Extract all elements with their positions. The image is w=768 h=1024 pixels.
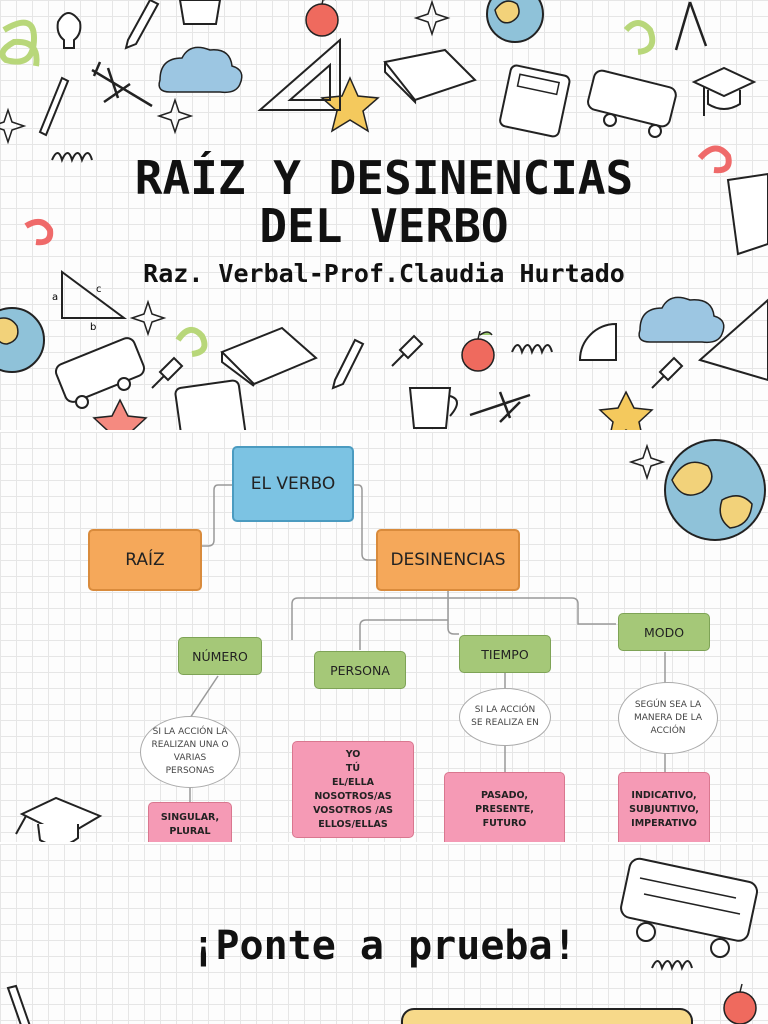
cloud-icon bbox=[158, 46, 243, 94]
calculator-icon bbox=[174, 379, 247, 430]
globe-icon bbox=[0, 307, 45, 373]
graduation-cap-icon bbox=[691, 66, 757, 116]
node-numero: NÚMERO bbox=[178, 637, 262, 675]
squiggle-icon bbox=[175, 327, 208, 357]
apple-icon bbox=[723, 983, 757, 1024]
squiggle-icon bbox=[0, 19, 40, 67]
slide-title-line1: RAÍZ Y DESINENCIAS bbox=[134, 151, 634, 205]
calculator-icon bbox=[499, 64, 571, 138]
quiz-slide: ¡Ponte a prueba! bbox=[0, 844, 768, 1024]
spring-icon bbox=[51, 152, 93, 163]
squiggle-icon bbox=[697, 145, 732, 174]
pushpin-icon bbox=[651, 356, 684, 389]
values-tiempo: PASADO, PRESENTE, FUTURO bbox=[444, 772, 565, 842]
diagram-slide: EL VERBO RAÍZ DESINENCIAS NÚMERO PERSONA… bbox=[0, 432, 768, 842]
airplane-icon bbox=[469, 391, 531, 423]
set-square-icon bbox=[697, 298, 768, 382]
sparkle-icon bbox=[628, 443, 666, 481]
set-square-icon bbox=[257, 37, 341, 111]
values-modo: INDICATIVO, SUBJUNTIVO, IMPERATIVO bbox=[618, 772, 710, 842]
globe-icon bbox=[486, 0, 544, 43]
mug-icon bbox=[178, 0, 222, 25]
sparkle-icon bbox=[156, 97, 194, 135]
pushpin-icon bbox=[391, 334, 424, 367]
note-modo: SEGÚN SEA LA MANERA DE LA ACCIÓN bbox=[618, 682, 718, 754]
squiggle-icon bbox=[24, 218, 54, 246]
slide-title-line2: DEL VERBO bbox=[259, 199, 509, 253]
quiz-heading: ¡Ponte a prueba! bbox=[191, 923, 577, 969]
lightbulb-icon bbox=[56, 12, 82, 49]
node-modo: MODO bbox=[618, 613, 710, 651]
book-icon bbox=[220, 326, 318, 387]
apple-icon bbox=[461, 330, 495, 372]
spring-icon bbox=[651, 960, 693, 971]
cloud-icon bbox=[638, 296, 725, 344]
compass-icon bbox=[674, 1, 708, 51]
school-bus-icon bbox=[587, 69, 677, 138]
graduation-cap-icon bbox=[15, 796, 103, 842]
star-icon bbox=[320, 76, 380, 133]
school-doodles: c a b bbox=[0, 0, 768, 430]
diagram-decorations bbox=[15, 439, 766, 842]
apple-icon bbox=[305, 0, 339, 37]
book-icon bbox=[726, 172, 768, 256]
school-bus-icon bbox=[620, 857, 758, 958]
note-numero: SI LA ACCIÓN LA REALIZAN UNA O VARIAS PE… bbox=[140, 716, 240, 788]
spring-icon bbox=[511, 344, 553, 355]
pushpin-icon bbox=[151, 356, 184, 389]
globe-icon bbox=[664, 439, 766, 541]
triangle-icon: c a b bbox=[52, 270, 128, 333]
bottom-card bbox=[401, 1008, 693, 1024]
node-tiempo: TIEMPO bbox=[459, 635, 551, 673]
pencil-icon bbox=[38, 76, 70, 137]
note-tiempo: SI LA ACCIÓN SE REALIZA EN bbox=[459, 688, 551, 746]
connector-lines bbox=[189, 484, 666, 802]
pencil-icon bbox=[6, 984, 31, 1024]
mug-icon bbox=[408, 387, 458, 429]
protractor-icon bbox=[578, 322, 617, 361]
star-icon bbox=[92, 398, 148, 430]
sparkle-icon bbox=[413, 0, 451, 37]
node-desinencias: DESINENCIAS bbox=[376, 529, 520, 591]
star-icon bbox=[598, 390, 654, 430]
values-numero: SINGULAR, PLURAL bbox=[148, 802, 232, 842]
squiggle-icon bbox=[623, 20, 656, 55]
school-bus-icon bbox=[54, 337, 146, 409]
airplane-icon bbox=[91, 61, 153, 108]
slide-subtitle: Raz. Verbal-Prof.Claudia Hurtado bbox=[143, 259, 625, 288]
svg-text:a: a bbox=[52, 292, 58, 303]
pencil-icon bbox=[124, 0, 160, 50]
svg-text:b: b bbox=[90, 322, 96, 333]
book-icon bbox=[383, 48, 477, 105]
sparkle-icon bbox=[0, 107, 27, 145]
pencil-icon bbox=[331, 338, 365, 390]
quiz-decorations bbox=[6, 857, 758, 1024]
sparkle-icon bbox=[129, 299, 167, 337]
values-persona: YO TÚ EL/ELLA NOSOTROS/AS VOSOTROS /AS E… bbox=[292, 741, 414, 838]
svg-text:c: c bbox=[96, 284, 102, 295]
node-el-verbo: EL VERBO bbox=[232, 446, 354, 522]
node-raiz: RAÍZ bbox=[88, 529, 202, 591]
node-persona: PERSONA bbox=[314, 651, 406, 689]
title-slide: c a b bbox=[0, 0, 768, 430]
